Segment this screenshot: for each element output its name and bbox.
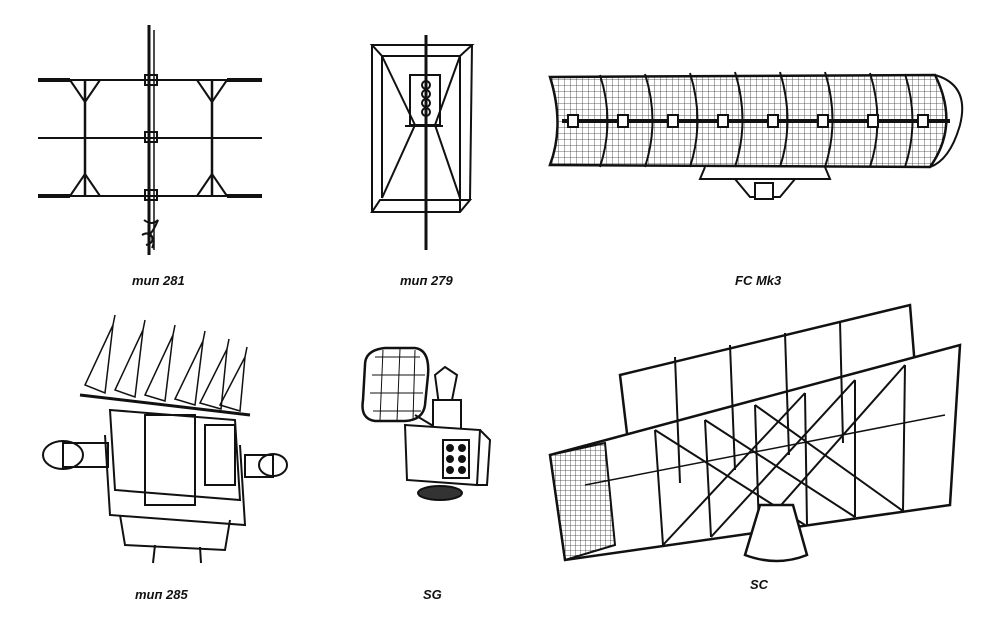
caption-sc: SC <box>750 577 769 592</box>
caption-type-285: тип 285 <box>135 587 188 602</box>
caption-fc-mk3: FC Mk3 <box>735 273 782 288</box>
figure-fc-mk3: FC Mk3 <box>540 55 980 295</box>
figure-type-285: тип 285 <box>35 315 295 605</box>
type-279-antenna-drawing <box>360 30 490 260</box>
caption-sg: SG <box>423 587 442 602</box>
fc-mk3-antenna-drawing <box>540 55 980 205</box>
sc-antenna-drawing <box>545 305 975 575</box>
figure-type-281: тип 281 <box>30 20 270 288</box>
caption-type-279: тип 279 <box>400 273 453 288</box>
caption-type-281: тип 281 <box>132 273 185 288</box>
type-281-antenna-drawing <box>30 20 270 260</box>
sg-antenna-drawing <box>355 345 495 505</box>
type-285-antenna-drawing <box>35 315 295 565</box>
figure-sg: SG <box>355 345 495 605</box>
figure-type-279: тип 279 <box>360 30 490 288</box>
figure-sc: SC <box>545 305 975 605</box>
